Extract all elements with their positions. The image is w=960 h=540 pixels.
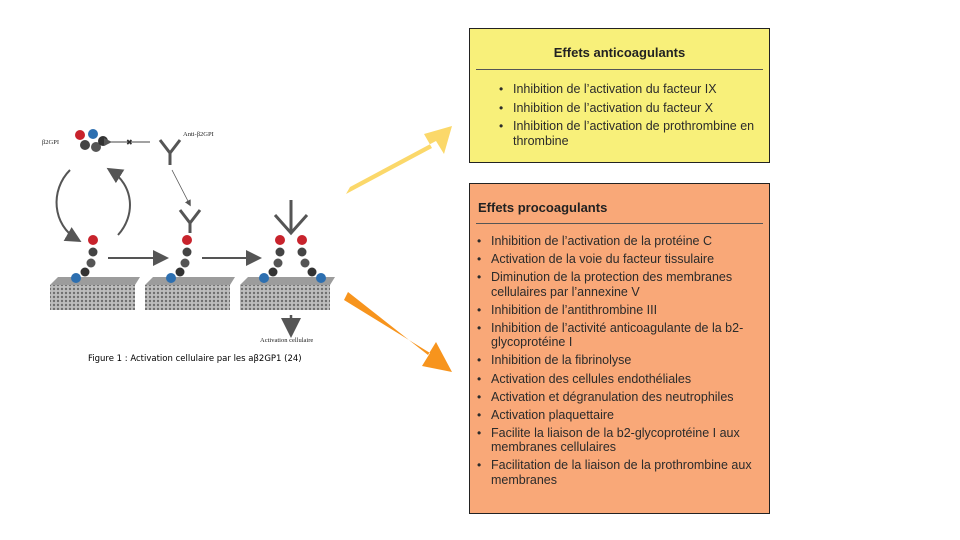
list-item: Diminution de la protection des membrane… — [476, 270, 763, 299]
list-item: Activation plaquettaire — [476, 408, 763, 423]
membrane-1 — [50, 277, 140, 310]
antibody-binding-arrow — [171, 169, 191, 207]
cycle-arrow-right — [106, 167, 131, 236]
list-item: Inhibition de l’antithrombine III — [476, 303, 763, 318]
procoagulant-title: Effets procoagulants — [478, 200, 608, 215]
procoagulant-list: Inhibition de l’activation de la protéin… — [476, 234, 763, 491]
list-item: Inhibition de l’activation de la protéin… — [476, 234, 763, 249]
title-divider — [476, 69, 763, 70]
anti-beta2gpi-antibody — [158, 139, 182, 165]
arrow-to-anticoagulant — [346, 126, 452, 194]
membrane-2 — [145, 277, 235, 310]
bound-beta2gpi-1 — [71, 235, 98, 283]
list-item: Inhibition de la fibrinolyse — [476, 353, 763, 368]
list-item: Facilite la liaison de la b2-glycoprotéi… — [476, 426, 763, 455]
anticoagulant-effects-box: Effets anticoagulants Inhibition de l’ac… — [469, 28, 770, 163]
list-item: Activation des cellules endothéliales — [476, 372, 763, 387]
antibody-label: Anti-β2GPI — [183, 131, 214, 138]
bound-beta2gpi-2 — [166, 209, 202, 283]
list-item: Inhibition de l’activation de prothrombi… — [498, 119, 761, 148]
figure-drawing: ✖ — [50, 129, 335, 338]
beta2gpi-label: β2GPI — [42, 139, 60, 146]
figure-caption: Figure 1 : Activation cellulaire par les… — [88, 354, 302, 364]
procoagulant-effects-box: Effets procoagulants Inhibition de l’act… — [469, 183, 770, 514]
anticoagulant-list: Inhibition de l’activation du facteur IX… — [498, 82, 761, 152]
list-item: Activation et dégranulation des neutroph… — [476, 390, 763, 405]
cycle-arrow-left — [55, 169, 82, 243]
svg-text:✖: ✖ — [126, 138, 133, 147]
bound-beta2gpi-pair — [259, 200, 326, 283]
beta2gpi-activation-figure: ✖ — [40, 115, 350, 375]
activation-label: Activation cellulaire — [260, 337, 314, 344]
free-beta2gpi-molecule — [75, 129, 108, 152]
arrow-to-procoagulant — [344, 292, 452, 372]
list-item: Facilitation de la liaison de la prothro… — [476, 458, 763, 487]
anticoagulant-title: Effets anticoagulants — [553, 45, 686, 60]
list-item: Inhibition de l’activation du facteur IX — [498, 82, 761, 97]
list-item: Inhibition de l’activité anticoagulante … — [476, 321, 763, 350]
title-divider — [476, 223, 763, 224]
list-item: Inhibition de l’activation du facteur X — [498, 101, 761, 116]
list-item: Activation de la voie du facteur tissula… — [476, 252, 763, 267]
